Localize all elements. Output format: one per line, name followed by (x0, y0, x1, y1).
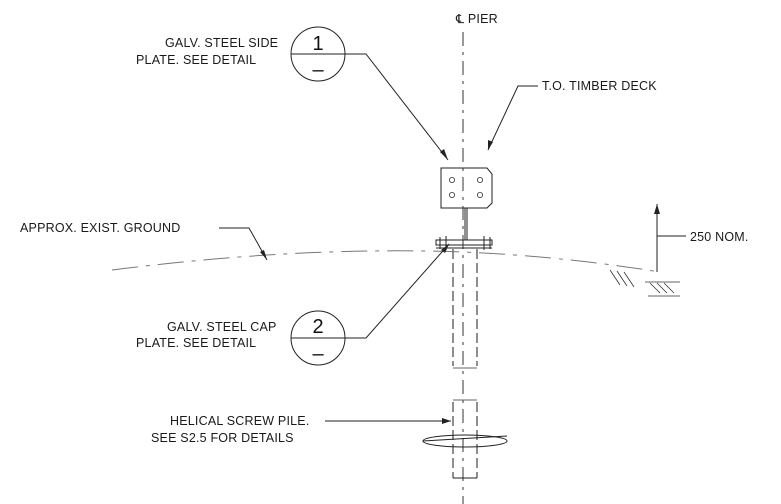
steel-cap-plate (435, 236, 493, 250)
existing-ground-line (111, 250, 661, 273)
svg-text:2: 2 (312, 316, 323, 338)
dimension-label: 250 NOM. (690, 230, 749, 244)
pier-centerline-label: ℄ PIER (455, 12, 498, 26)
pile-callout: HELICAL SCREW PILE. SEE S2.5 FOR DETAILS (151, 414, 451, 445)
svg-text:–: – (312, 59, 324, 81)
helical-screw-pile (422, 249, 508, 479)
svg-text:PLATE. SEE DETAIL: PLATE. SEE DETAIL (136, 336, 256, 350)
timber-deck-label: T.O. TIMBER DECK (542, 79, 657, 93)
svg-text:–: – (312, 343, 324, 365)
steel-side-plate (440, 167, 493, 240)
ground-label: APPROX. EXIST. GROUND (20, 221, 180, 235)
callout-2: GALV. STEEL CAP PLATE. SEE DETAIL 2 – (136, 243, 450, 366)
svg-text:GALV. STEEL CAP: GALV. STEEL CAP (167, 320, 277, 334)
dimension-250 (654, 204, 686, 272)
svg-text:1: 1 (312, 33, 323, 55)
svg-text:GALV. STEEL SIDE: GALV. STEEL SIDE (165, 36, 278, 50)
callout-1: GALV. STEEL SIDE PLATE. SEE DETAIL 1 – (136, 26, 449, 161)
svg-text:SEE S2.5 FOR DETAILS: SEE S2.5 FOR DETAILS (151, 431, 294, 445)
svg-text:PLATE. SEE DETAIL: PLATE. SEE DETAIL (136, 53, 256, 67)
svg-text:HELICAL SCREW PILE.: HELICAL SCREW PILE. (170, 414, 310, 428)
ground-hatch (609, 269, 680, 297)
